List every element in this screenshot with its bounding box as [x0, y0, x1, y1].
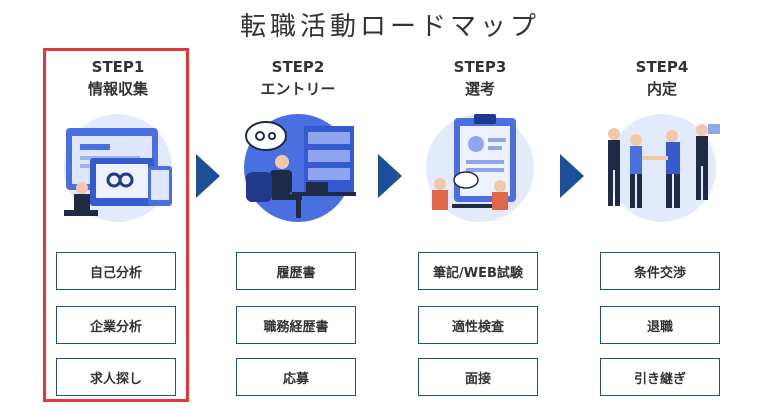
step-4-item-resignation: 退職 — [600, 306, 720, 344]
research-illustration — [52, 106, 184, 226]
step1-highlight-frame — [43, 48, 189, 402]
step-2-item-cv: 職務経歴書 — [236, 306, 356, 344]
step-1-item-self-analysis: 自己分析 — [56, 252, 176, 290]
selection-illustration — [414, 106, 546, 226]
step-2-label: STEP2 — [271, 58, 325, 76]
step-4-name: 内定 — [646, 80, 677, 98]
step-3-column: STEP3 選考 — [414, 56, 546, 226]
step-2-column: STEP2 エントリー — [232, 56, 364, 226]
step-4-item-handover: 引き継ぎ — [600, 358, 720, 396]
step-1-item-company-analysis: 企業分析 — [56, 306, 176, 344]
step-2-item-apply: 応募 — [236, 358, 356, 396]
step-3-name: 選考 — [464, 80, 495, 98]
step-3-item-aptitude-test: 適性検査 — [418, 306, 538, 344]
chevron-right-icon — [196, 154, 220, 198]
step-3-item-written-test: 筆記/WEB試験 — [418, 252, 538, 290]
page-title: 転職活動ロードマップ — [239, 12, 540, 42]
step-1-name: 情報収集 — [87, 80, 148, 98]
step-4-column: STEP4 内定 — [596, 56, 728, 226]
entry-illustration — [232, 106, 364, 226]
step-3-item-interview: 面接 — [418, 358, 538, 396]
step-4-label: STEP4 — [635, 58, 689, 76]
step-2-name: エントリー — [260, 80, 336, 98]
offer-illustration — [596, 106, 728, 226]
chevron-right-icon — [378, 154, 402, 198]
step-1-item-job-search: 求人探し — [56, 358, 176, 396]
step-1-column: STEP1 情報収集 — [52, 56, 184, 226]
chevron-right-icon — [560, 154, 584, 198]
step-2-item-resume: 履歴書 — [236, 252, 356, 290]
step-1-label: STEP1 — [91, 58, 145, 76]
step-4-item-negotiation: 条件交渉 — [600, 252, 720, 290]
step-3-label: STEP3 — [453, 58, 507, 76]
